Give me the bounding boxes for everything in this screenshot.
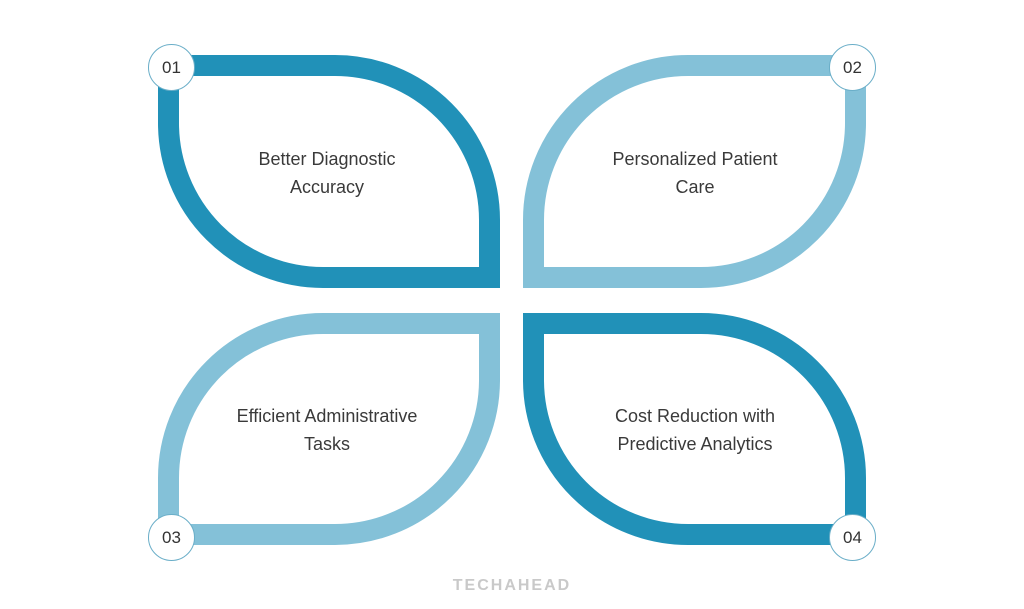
number-badge-1: 01 xyxy=(148,44,195,91)
item-3-label-line2: Tasks xyxy=(303,434,350,454)
number-badge-2: 02 xyxy=(829,44,876,91)
item-4-label-line1: Cost Reduction with xyxy=(614,406,776,426)
number-badge-4: 04 xyxy=(829,514,876,561)
item-4-label: Cost Reduction with Predictive Analytics xyxy=(565,402,825,458)
item-3-label-line1: Efficient Administrative xyxy=(236,406,418,426)
item-2-label: Personalized Patient Care xyxy=(565,145,825,201)
item-3-label: Efficient Administrative Tasks xyxy=(197,402,457,458)
brand-logo: TECHAHEAD xyxy=(452,577,572,594)
item-1-label-line1: Better Diagnostic xyxy=(258,149,396,169)
item-2-label-line1: Personalized Patient xyxy=(612,149,778,169)
item-1-label-line2: Accuracy xyxy=(289,177,365,197)
item-4-label-line2: Predictive Analytics xyxy=(617,434,773,454)
item-1-label: Better Diagnostic Accuracy xyxy=(197,145,457,201)
number-badge-3: 03 xyxy=(148,514,195,561)
item-2-label-line2: Care xyxy=(675,177,715,197)
